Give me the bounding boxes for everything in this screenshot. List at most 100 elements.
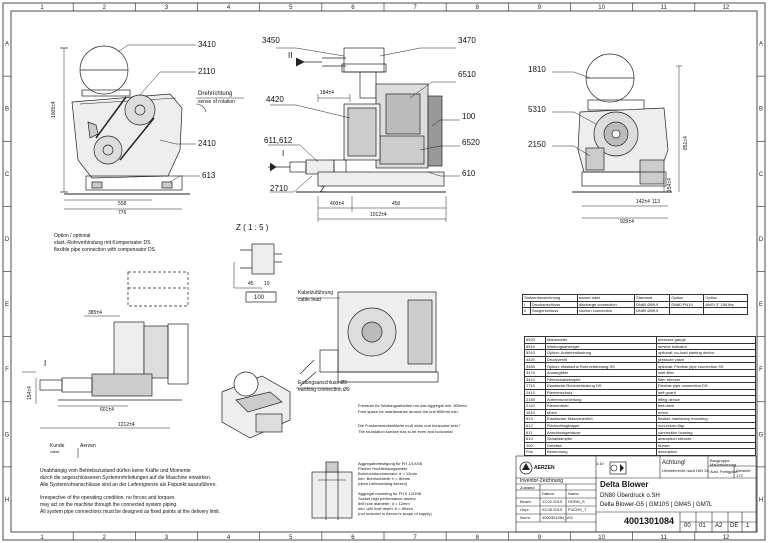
grid-column-label: 9 bbox=[538, 535, 542, 541]
balloon-610: 610 bbox=[462, 169, 476, 178]
parts-cell: Pos bbox=[524, 448, 546, 456]
dim-right-w3: 929±4 bbox=[620, 219, 634, 225]
weight-label: Gewicht bbox=[736, 468, 751, 473]
parts-cell: Elastischer Maschinenfuß bbox=[545, 415, 657, 423]
parts-cell: 4420 bbox=[524, 355, 546, 364]
grid-column-label: 1 bbox=[40, 5, 44, 11]
parts-cell: Gebläse bbox=[545, 441, 657, 450]
fh-line4: (nicht Lieferumfang Aerzen) bbox=[358, 481, 408, 486]
conn-header-label-de: Stutzenbezeichnung bbox=[522, 294, 578, 302]
free-space-en: Free space for maintenance around the un… bbox=[358, 409, 459, 414]
sheet-count: 1 bbox=[746, 523, 750, 529]
conn-cell: ANSI 3" 150 lbs bbox=[703, 300, 748, 309]
grid-column-label: 3 bbox=[165, 5, 169, 11]
dim-right-height: 851±4 bbox=[683, 136, 689, 150]
parts-cell: 2710 bbox=[524, 382, 546, 390]
parts-cell: optional: no-load starting device bbox=[656, 349, 756, 357]
grid-column-label: 1 bbox=[40, 535, 44, 541]
view-marker-I-bottom: I bbox=[44, 359, 47, 368]
parts-cell: Filterschalldämpfer bbox=[545, 375, 657, 384]
revision: 00 bbox=[684, 523, 691, 529]
sheet-no: 01 bbox=[699, 523, 706, 529]
balloon-5310: 5310 bbox=[528, 105, 546, 114]
dim-detail-h: 45 bbox=[248, 281, 254, 287]
parts-cell: non-return-flap bbox=[656, 421, 756, 430]
grid-column-label: 6 bbox=[351, 5, 355, 11]
table-row: I Druckanschluss discharge connection DN… bbox=[522, 300, 748, 309]
conn-cell: Druckanschluss bbox=[529, 300, 578, 309]
parts-cell: service indicator bbox=[656, 342, 756, 351]
grid-row-label: B bbox=[759, 107, 763, 113]
parts-cell: Wartungsanzeiger bbox=[545, 342, 657, 351]
grid-row-label: D bbox=[759, 237, 764, 243]
grid-column-label: 10 bbox=[598, 5, 605, 11]
parts-cell: optional: Flexible pipe connection SS bbox=[656, 362, 756, 370]
dim-center-w1: 400±4 bbox=[330, 201, 344, 207]
balloon-4420: 4420 bbox=[266, 95, 284, 104]
rotation-label-de: Drehrichtung bbox=[198, 91, 233, 97]
group-label: Baugruppe bbox=[710, 458, 730, 463]
company-name: AERZEN bbox=[534, 465, 555, 471]
dim-center-top: 184±4 bbox=[320, 90, 334, 96]
forces-p2-l2: may act on the machine through the conne… bbox=[40, 502, 178, 508]
grid-column-label: 2 bbox=[103, 5, 107, 11]
customer-label-en: client bbox=[50, 449, 60, 454]
parts-cell: pressure gauge bbox=[656, 336, 756, 344]
dim-bl-side: 154±4 bbox=[27, 386, 33, 400]
parts-cell: 2410 bbox=[524, 388, 546, 397]
grid-row-label: C bbox=[5, 172, 10, 178]
parts-cell: inlet filter bbox=[656, 368, 756, 377]
forces-p1-l3: Alle Systemrohranschlüsse sind an der Li… bbox=[40, 482, 217, 488]
dim-detail-w2: 100 bbox=[254, 295, 265, 301]
grid-row-label: A bbox=[759, 42, 763, 48]
parts-cell: 1810 bbox=[524, 408, 546, 417]
dim-left-w1: 558 bbox=[118, 201, 127, 207]
replacement-no: 4000301084_v01 bbox=[542, 515, 573, 520]
earth-label-en: earthing connection Ø9 bbox=[298, 387, 350, 393]
grid-row-label: E bbox=[759, 302, 763, 308]
conn-header-option1: Option bbox=[669, 294, 705, 302]
center-front-view bbox=[268, 47, 460, 222]
cable-label-de: Kabelzuführung bbox=[298, 290, 334, 296]
checked-name: FUCHS_T bbox=[568, 507, 587, 512]
achtung-label: Achtung! bbox=[662, 460, 686, 466]
parts-cell: 6510 bbox=[524, 342, 546, 351]
customer-label: Kunde bbox=[50, 443, 65, 449]
title-line3: Delta Blower-G5 | GM10S | GM4S | GM7L bbox=[600, 502, 713, 508]
balloon-2710: 2710 bbox=[270, 184, 288, 193]
dim-detail-w1: 10 bbox=[264, 281, 270, 287]
balloon-611-612: 611,612 bbox=[264, 136, 293, 145]
dim-bl-top: 385±4 bbox=[88, 310, 102, 316]
state-label: Zustand bbox=[520, 485, 535, 490]
scale: 1:10 bbox=[596, 461, 604, 466]
format: A2 bbox=[715, 523, 723, 529]
parts-cell: Elastische Rohrverbindung DS bbox=[545, 382, 657, 390]
parts-cell: Riemenschutz bbox=[545, 388, 657, 397]
fh-en-title: Aggregat mounting for FH II 12/10B bbox=[358, 491, 422, 496]
drawn-name: HORN_S bbox=[568, 499, 585, 504]
parts-cell: Option: Anfahrentlastung bbox=[545, 349, 657, 357]
grid-column-label: 9 bbox=[538, 5, 542, 11]
grid-column-label: 11 bbox=[661, 535, 668, 541]
dim-right-w1: 142±4 bbox=[636, 199, 650, 205]
grid-column-label: 5 bbox=[289, 5, 293, 11]
parts-cell: 2110 bbox=[524, 401, 546, 410]
grid-row-label: C bbox=[759, 172, 764, 178]
dim-left-height: 1005±4 bbox=[51, 101, 57, 118]
connection-table: Stutzenbezeichnung socket label Standard… bbox=[522, 294, 748, 315]
conn-cell: II bbox=[522, 307, 531, 315]
parts-cell: 6520 bbox=[524, 336, 546, 344]
parts-cell: Option: elastische Rohrverbindung SS bbox=[545, 362, 657, 370]
right-side-view bbox=[552, 53, 682, 219]
title-line2: DN80 Überdruck o.SH bbox=[600, 493, 660, 499]
parts-cell: Druckventil bbox=[545, 355, 657, 364]
conn-cell: I bbox=[522, 300, 531, 309]
